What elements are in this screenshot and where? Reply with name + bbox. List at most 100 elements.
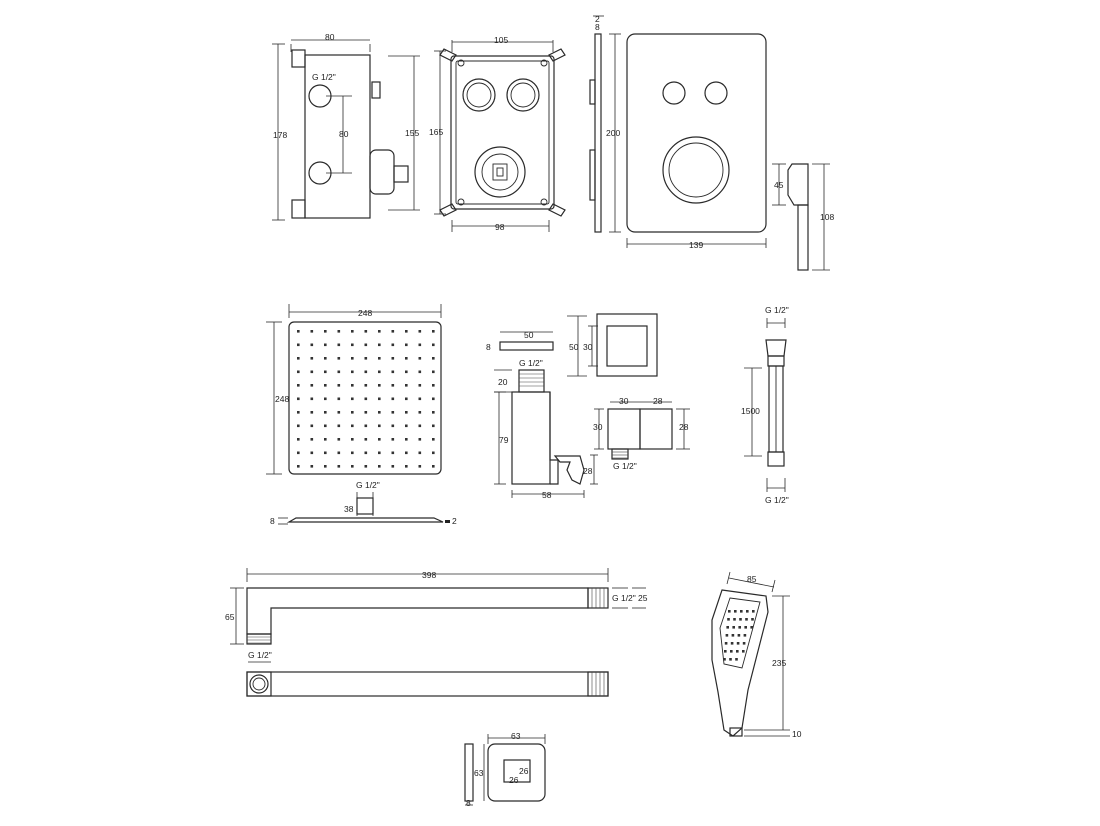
nozzle-dot <box>364 451 368 455</box>
nozzle-dot <box>297 330 300 333</box>
nozzle-dot <box>297 451 300 455</box>
dim-holder-height-small: 45 <box>774 180 784 190</box>
nozzle-dot <box>337 438 341 441</box>
hand-nozzle-dot <box>739 618 742 621</box>
nozzle-dot <box>418 384 422 387</box>
dim-shower-head-thread: G 1/2" <box>356 480 380 490</box>
dim-shower-head-neck: 38 <box>344 504 354 514</box>
thread-hatch-icon <box>612 451 628 459</box>
hand-nozzle-dot <box>736 642 740 645</box>
nozzle-dot <box>391 438 395 441</box>
dim-elbow-w2: 28 <box>653 396 663 406</box>
nozzle-dot <box>324 397 327 401</box>
wall-outlet: 50 8 G 1/2" 20 79 58 28 <box>486 313 658 500</box>
nozzle-dot <box>364 370 368 374</box>
dim-mixer-side-spacing: 80 <box>339 129 349 139</box>
nozzle-dot <box>364 465 368 468</box>
nozzle-dot <box>364 330 368 333</box>
dim-hose-length: 1500 <box>741 406 760 416</box>
nozzle-dot <box>418 357 422 360</box>
hand-nozzle-dot <box>724 642 728 645</box>
nozzle-dot <box>432 330 435 333</box>
dim-shower-head-height: 248 <box>275 394 289 404</box>
nozzle-dot <box>378 411 381 414</box>
dim-rosette-height: 63 <box>474 768 484 778</box>
hand-nozzle-dot <box>724 650 727 653</box>
nozzle-dot <box>418 451 422 455</box>
nozzle-dot <box>432 438 435 441</box>
dim-arm-height: 65 <box>225 612 235 622</box>
nozzle-dot <box>310 451 314 455</box>
dim-mixer-side-thread: G 1/2" <box>312 72 336 82</box>
nozzle-dot <box>378 424 381 428</box>
nozzle-dot <box>432 370 435 374</box>
nozzle-dot <box>324 451 327 455</box>
nozzle-dot <box>364 384 368 387</box>
nozzle-dot <box>378 397 381 401</box>
nozzle-dot <box>337 424 341 428</box>
dim-outlet-plate-thickness: 8 <box>486 342 491 352</box>
nozzle-dot <box>324 465 327 468</box>
nozzle-dot <box>405 330 408 333</box>
nozzle-dot <box>364 438 368 441</box>
nozzle-dot <box>418 370 422 374</box>
nozzle-dot <box>391 343 395 347</box>
nozzle-dot <box>310 411 314 414</box>
nozzle-dot <box>351 411 354 414</box>
nozzle-dot <box>418 465 422 468</box>
nozzle-dot <box>364 343 368 347</box>
shower-arm: 398 G 1/2" 25 65 G 1/2" <box>225 568 648 697</box>
dim-outlet-front-outer: 50 <box>569 342 579 352</box>
dim-rosette-width: 63 <box>511 731 521 741</box>
hand-nozzle-dot <box>742 642 746 645</box>
nozzle-dot <box>378 465 381 468</box>
dim-hand-width: 85 <box>747 574 757 584</box>
nozzle-dot <box>337 370 341 374</box>
dim-hand-length: 235 <box>772 658 786 668</box>
dim-plate-thickness-top: 2 <box>595 14 600 24</box>
cover-plate: 2 8 200 139 <box>589 14 767 250</box>
nozzle-dot <box>324 330 327 333</box>
dim-outlet-plate-width: 50 <box>524 330 534 340</box>
hand-shower: 85 235 10 <box>711 571 802 739</box>
hand-nozzle-dot <box>728 610 731 613</box>
nozzle-dot <box>297 411 300 414</box>
hand-nozzle-dot <box>744 626 747 629</box>
nozzle-dot <box>405 397 408 401</box>
nozzle-dot <box>337 343 341 347</box>
dim-rosette-inner-h: 26 <box>519 766 529 776</box>
dim-hose-thread-bottom: G 1/2" <box>765 495 789 505</box>
nozzle-dot <box>391 330 395 333</box>
nozzle-dot <box>432 465 435 468</box>
dim-rosette-thickness: 8 <box>466 798 471 808</box>
nozzle-dot <box>378 370 381 374</box>
hand-nozzle-dot <box>733 618 736 621</box>
nozzle-dot <box>297 397 300 401</box>
nozzle-dot <box>297 438 300 441</box>
dim-rosette-inner-w: 26 <box>509 775 519 785</box>
hand-nozzle-dot <box>723 658 726 661</box>
dim-arm-end: 25 <box>638 593 648 603</box>
thread-hatch-icon <box>247 636 271 644</box>
dim-elbow-h2: 28 <box>679 422 689 432</box>
nozzle-dot <box>310 357 314 360</box>
thread-hatch-icon <box>519 373 544 387</box>
nozzle-dot <box>351 438 354 441</box>
nozzle-dot <box>351 424 354 428</box>
nozzle-dot <box>337 357 341 360</box>
dim-arm-length: 398 <box>422 570 436 580</box>
dim-mixer-box-width: 105 <box>494 35 508 45</box>
nozzle-dot <box>405 465 408 468</box>
dim-plate-thickness-label: 8 <box>595 22 600 32</box>
hand-nozzle-dot <box>742 650 745 653</box>
plate-mount-icon <box>439 48 566 217</box>
nozzle-dot <box>351 451 354 455</box>
hand-nozzle-dot <box>736 650 739 653</box>
nozzle-dot <box>391 397 395 401</box>
dim-shower-head-width: 248 <box>358 308 372 318</box>
nozzle-dot <box>405 438 408 441</box>
hand-nozzle-grid <box>723 610 755 661</box>
hand-nozzle-dot <box>734 610 737 613</box>
nozzle-dot <box>337 411 341 414</box>
